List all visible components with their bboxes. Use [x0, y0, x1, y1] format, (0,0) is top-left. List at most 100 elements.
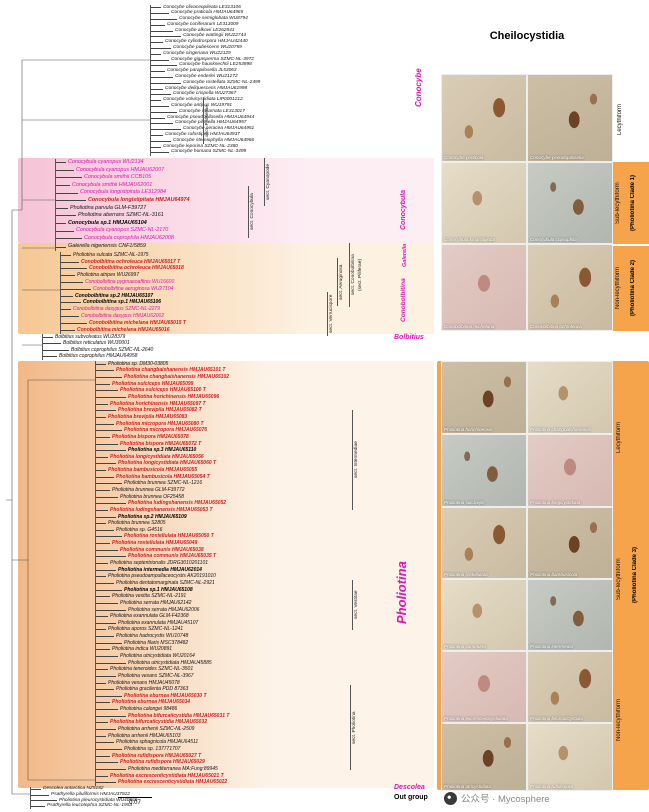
taxon-label: Conobolbitina sp.2 HMJAU65107 [61, 293, 186, 300]
taxon-label: Pholiotina vexans HMJAU45078 [96, 680, 229, 687]
branch-line [96, 543, 110, 545]
taxon-label: Pholiotina aberrans SZMC-NL-3161 [56, 212, 190, 220]
taxon-name-text: Pholiotina utricystidiata HMJAU45885 [128, 659, 212, 666]
branch-line [96, 755, 110, 757]
taxon-name-text: Conocybula smithii HMJAU62001 [72, 181, 153, 188]
watermark-text: 公众号 · Mycosphere [461, 794, 550, 805]
taxon-name-text: Pholiotina micropora HMJAU65080 T [116, 420, 204, 427]
branch-line [96, 563, 108, 565]
taxon-name-text: Conocybe coniferarum LE313009 [167, 21, 239, 27]
taxon-label: Conobolbitina pygmaeoaffinis WU16600 [61, 279, 186, 286]
taxon-name-text: Bolbitius reticulatus WU30001 [63, 340, 130, 347]
branch-line [151, 65, 177, 67]
taxon-label: Conocybe alkovii LE262841 [151, 28, 260, 34]
branch-line [96, 782, 116, 784]
section-label-cyanopode: sect. Cyanopode [264, 158, 271, 206]
taxon-name-text: Conobolbitina aeruginosa WU27104 [93, 285, 174, 292]
genus-label-conocybula: Conocybula [400, 189, 407, 231]
taxon-new-species-label: Conobolbitina michelana HMJAU65015 T [61, 320, 186, 327]
taxon-name-text: Pholiotina arrhenii HMJAU65103 [108, 732, 181, 739]
taxon-name-text: Conocybula longistipitata LE312984 [80, 189, 167, 196]
branch-line [96, 622, 116, 624]
branch-line [61, 316, 79, 318]
taxon-new-species-label: Pholiotina communis HMJAU65035 T [96, 554, 229, 561]
taxon-name-text: Conocybe olivaceopileata LE313106 [163, 4, 241, 10]
taxon-new-species-label: Pholiotina rostellulata HMJAU65050 T [96, 534, 229, 541]
taxon-name-text: Conocybe deliquescens HMJAU61998 [165, 85, 248, 91]
taxon-name-text: Conobolbitina michelana HMJAU65016 [77, 326, 170, 333]
branch-line [56, 162, 66, 164]
taxon-name-text: Pholiotina bifurcaticystidia HMJAU65032 [110, 719, 207, 726]
taxon-label: Psathyrella piluliformis HMJAU37922 [31, 791, 137, 799]
taxon-label: Pholiotina serrata HMJAU62006 [96, 607, 229, 614]
taxon-name-text: Pholiotina sp. 137771707 [124, 745, 181, 752]
taxon-name-text: Conocybe pilosella HMJAU64957 [175, 120, 247, 126]
taxon-label: Conocybe volvicystidiata LIP0001212 [151, 97, 260, 104]
taxon-label: Conocybe coniferarum LE313009 [151, 22, 260, 28]
taxon-label: Pholiotina sp.2 HMJAU65109 [96, 514, 229, 521]
branch-line [96, 536, 122, 538]
branch-line [61, 261, 79, 263]
branch-line [151, 18, 177, 20]
taxon-name-text: Pholiotina sulcata SZMC-NL-1975 [73, 251, 149, 258]
pholiotina-clade-background [18, 361, 434, 788]
taxon-name-text: Psathyrella piluliformis HMJAU37922 [51, 791, 130, 797]
taxon-label: Conocybe crispella WU27367 [151, 92, 260, 98]
branch-line [96, 669, 108, 671]
taxon-label: Conocybe enderlei WU21272 [151, 74, 260, 81]
branch-line [31, 789, 41, 791]
taxon-label: Conocybula longistipitata LE312984 [56, 189, 190, 197]
genus-label-conobolbitina: Conobolbitina [400, 278, 407, 322]
taxon-name-text: Pholiotina septentrionalis JDRG301020110… [110, 560, 209, 567]
taxon-label: Conocybula cyanopus SZMC-NL-2170 [56, 227, 190, 235]
conocybula-clade-background [18, 158, 434, 243]
watermark: 公众号 · Mycosphere [444, 791, 550, 805]
genus-label-descolea: Descolea [394, 784, 425, 791]
taxon-label: Conocybula cyanopus WU2134 [56, 159, 190, 167]
taxon-new-species-label: Pholiotina rostellulata HMJAU65049 [96, 540, 229, 547]
taxon-name-text: Pholiotina rufidispora HMJAU65029 [120, 759, 205, 766]
taxon-label: Pholiotina filaris MSC378482 [96, 640, 229, 647]
taxon-name-text: Pholiotina longicystidiata HMJAU65060 T [118, 460, 217, 467]
taxon-name-text: Pholiotina sp. G4516 [116, 526, 163, 533]
section-label-intermediae: sect. Intermediae [352, 410, 359, 510]
photo-caption: Conocybe pseudopilosella [530, 155, 584, 160]
form-label-nonlecythiform-3: Non-lecythiform [616, 699, 622, 742]
taxon-label: Pholiotina calongei 98486 [96, 706, 229, 713]
taxon-label: Bolbitius reticulatus WU30001 [43, 341, 153, 348]
taxon-new-species-label: Pholiotina communis HMJAU65038 [96, 547, 229, 554]
photo-caption: Pholiotina rostellulata [444, 572, 488, 577]
taxon-name-text: Pholiotina sulciceps HMJAU65099 [112, 380, 194, 387]
taxon-label: Conocybe pilosella HMJAU64957 [151, 121, 260, 127]
taxon-name-text: Conocybe rostellata SZMC-NL-2499 [183, 79, 261, 85]
photo-caption: Conobolbitina michelana [444, 324, 495, 329]
branch-line [151, 42, 163, 44]
micrograph-photo: Conocybe praticola [441, 74, 527, 162]
taxon-new-species-label: Pholiotina excrescenticystidiata HMJAU65… [96, 773, 229, 780]
taxon-name-text: Conocybe volvicystidiata LIP0001212 [163, 97, 243, 103]
branch-line [151, 146, 161, 148]
taxon-label: Pholiotina hadrocystis WU10748 [96, 633, 229, 640]
branch-line [56, 230, 74, 232]
branch-line [61, 322, 87, 324]
taxon-name-text: Pholiotina eburnea HMJAU65034 [112, 699, 191, 706]
micrograph-photo: Conocybula coprophila [527, 162, 613, 244]
taxon-name-text: Pholiotina horichinensis HMJAU65097 T [110, 400, 206, 407]
branch-line [151, 47, 171, 49]
branch-line [96, 363, 106, 365]
taxon-name-text: Conocybe incarnata LE313017 [179, 108, 245, 114]
taxon-name-text: Pholiotina excrescenticystidiata HMJAU65… [118, 779, 228, 786]
taxon-label: Pholiotina indica WU20891 [96, 647, 229, 654]
branch-line [61, 275, 75, 277]
taxon-new-species-label: Pholiotina longicystidiata HMJAU65056 [96, 454, 229, 461]
branch-line [151, 36, 181, 38]
branch-line [151, 53, 161, 55]
taxon-label: Pholiotina brunnea SZMC-NL-1216 [96, 481, 229, 488]
taxon-name-text: Pholiotina rostellulata HMJAU65049 [112, 540, 198, 547]
genus-label-conocybe: Conocybe [414, 68, 423, 108]
branch-line [96, 509, 108, 511]
taxon-name-text: Pholiotina bispora HMJAU65072 T [120, 440, 202, 447]
taxon-name-text: Pholiotina ludingshanensis HMJAU65052 [128, 500, 227, 507]
branch-line [96, 410, 116, 412]
